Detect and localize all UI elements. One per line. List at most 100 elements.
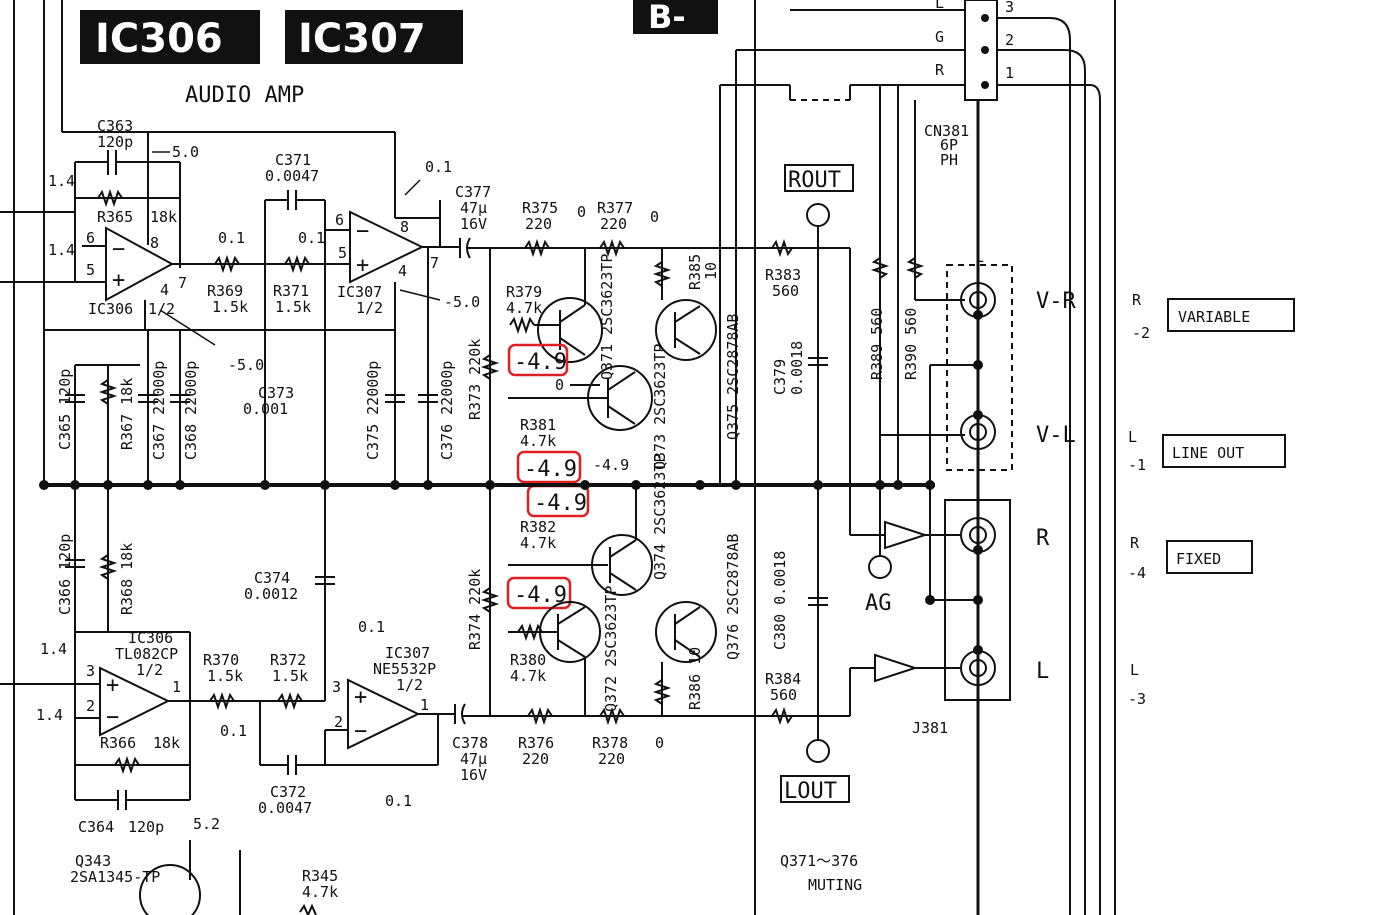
subtitle: AUDIO AMP <box>185 83 304 108</box>
r371-value: 1.5k <box>275 298 311 316</box>
v-0-b: 0 <box>650 208 659 226</box>
ic306-header: IC306 <box>95 16 223 62</box>
c378-value-2: 16V <box>460 766 487 784</box>
r384-label: R384 <box>765 670 801 688</box>
ic307-top-unit: 1/2 <box>356 299 383 317</box>
ic306-top-ref: IC306 <box>88 300 133 318</box>
r381-label: R381 <box>520 416 556 434</box>
rout-label: ROUT <box>788 168 841 193</box>
svg-text:7: 7 <box>430 254 439 272</box>
highlighted-voltage-2: -4.9 <box>524 457 577 482</box>
lout-test-point[interactable] <box>806 739 830 763</box>
r366-label: R366 <box>100 734 136 752</box>
r385-resistor <box>652 261 672 287</box>
r380-value: 4.7k <box>510 667 546 685</box>
ic306-bot-opamp <box>99 666 171 737</box>
v-5-0-top: 5.0 <box>172 143 199 161</box>
variable-label: VARIABLE <box>1178 308 1250 326</box>
r377-resistor <box>599 238 625 258</box>
r386-label: R386 10 <box>686 647 704 710</box>
jack-vr[interactable] <box>960 282 996 318</box>
svg-text:1: 1 <box>172 678 181 696</box>
svg-text:R: R <box>1132 291 1142 309</box>
v-1-4-a: 1.4 <box>48 172 75 190</box>
r382-value: 4.7k <box>520 534 556 552</box>
c363-label: C363 <box>97 117 133 135</box>
highlight-box-4 <box>506 576 572 610</box>
ferrite-bead-r <box>884 520 929 550</box>
svg-text:L: L <box>935 0 944 12</box>
q375-transistor <box>655 299 717 361</box>
rout-test-point[interactable] <box>806 203 830 227</box>
v-neg5-0-b: -5.0 <box>444 293 480 311</box>
c380-label: C380 0.0018 <box>771 551 789 650</box>
v-0-d: 0 <box>655 734 664 752</box>
r378-label: R378 <box>592 734 628 752</box>
c373-label: C373 <box>258 384 294 402</box>
cn381-label: CN381 <box>924 122 969 140</box>
jack-l-label: L <box>1036 659 1049 684</box>
v-0-1-a: 0.1 <box>218 229 245 247</box>
v-0-a: 0 <box>577 203 586 221</box>
svg-text:2: 2 <box>1005 31 1014 49</box>
svg-text:G: G <box>935 28 944 46</box>
highlighted-voltage-1: -4.9 <box>514 350 567 375</box>
q374-label: Q374 2SC3623TP <box>651 454 669 580</box>
v-0-1-c: 0.1 <box>425 158 452 176</box>
ic307-bot-unit: 1/2 <box>396 676 423 694</box>
q343-part: 2SA1345-TP <box>70 868 160 886</box>
r375-value: 220 <box>525 215 552 233</box>
c364-value: 120p <box>128 818 164 836</box>
r375-label: R375 <box>522 199 558 217</box>
r385-value: 10 <box>702 262 720 280</box>
r389-resistor <box>870 257 890 279</box>
v-neg5-0-a: -5.0 <box>228 356 264 374</box>
svg-text:2: 2 <box>86 697 95 715</box>
svg-text:+: + <box>356 253 369 278</box>
jack-r[interactable] <box>960 517 996 553</box>
jack-vl[interactable] <box>960 414 996 450</box>
lout-box <box>780 775 850 803</box>
c376-label: C376 22000p <box>438 361 456 460</box>
r371-label: R371 <box>273 282 309 300</box>
r378-value: 220 <box>598 750 625 768</box>
ag-test-point[interactable] <box>868 555 892 579</box>
r384-resistor <box>771 706 793 726</box>
line-out-label: LINE OUT <box>1172 444 1244 462</box>
v-0-1-f: 0.1 <box>385 792 412 810</box>
c377-label: C377 <box>455 183 491 201</box>
r370-resistor <box>209 691 235 711</box>
r371-resistor <box>284 254 310 274</box>
highlight-box-1 <box>507 343 569 377</box>
rout-box <box>784 164 854 192</box>
v-0-1-b: 0.1 <box>298 229 325 247</box>
c379-label: C379 <box>771 359 789 395</box>
ic306-bot-ref: IC306 <box>128 629 173 647</box>
r380-label: R380 <box>510 651 546 669</box>
q374-transistor <box>591 534 653 596</box>
ic306-bot-unit: 1/2 <box>136 661 163 679</box>
svg-text:7: 7 <box>178 274 187 292</box>
jack-l[interactable] <box>960 650 996 686</box>
v-1-4-b: 1.4 <box>48 241 75 259</box>
highlighted-voltage-3: -4.9 <box>534 491 587 516</box>
r377-label: R377 <box>597 199 633 217</box>
muting-range: Q371～376 <box>780 852 858 870</box>
c363-value: 120p <box>97 133 133 151</box>
c368-label: C368 22000p <box>182 361 200 460</box>
r372-value: 1.5k <box>272 667 308 685</box>
c377-value-2: 16V <box>460 215 487 233</box>
svg-text:−: − <box>106 705 119 730</box>
svg-text:+: + <box>112 268 125 293</box>
q375-label: Q375 2SC2878AB <box>724 314 742 440</box>
svg-text:5: 5 <box>86 261 95 279</box>
r381-value: 4.7k <box>520 432 556 450</box>
r378-resistor <box>599 706 625 726</box>
r367-label: R367 18k <box>118 378 136 450</box>
c364-label: C364 <box>78 818 114 836</box>
r376-value: 220 <box>522 750 549 768</box>
svg-text:6: 6 <box>86 229 95 247</box>
svg-text:+: + <box>354 685 367 710</box>
r370-label: R370 <box>203 651 239 669</box>
